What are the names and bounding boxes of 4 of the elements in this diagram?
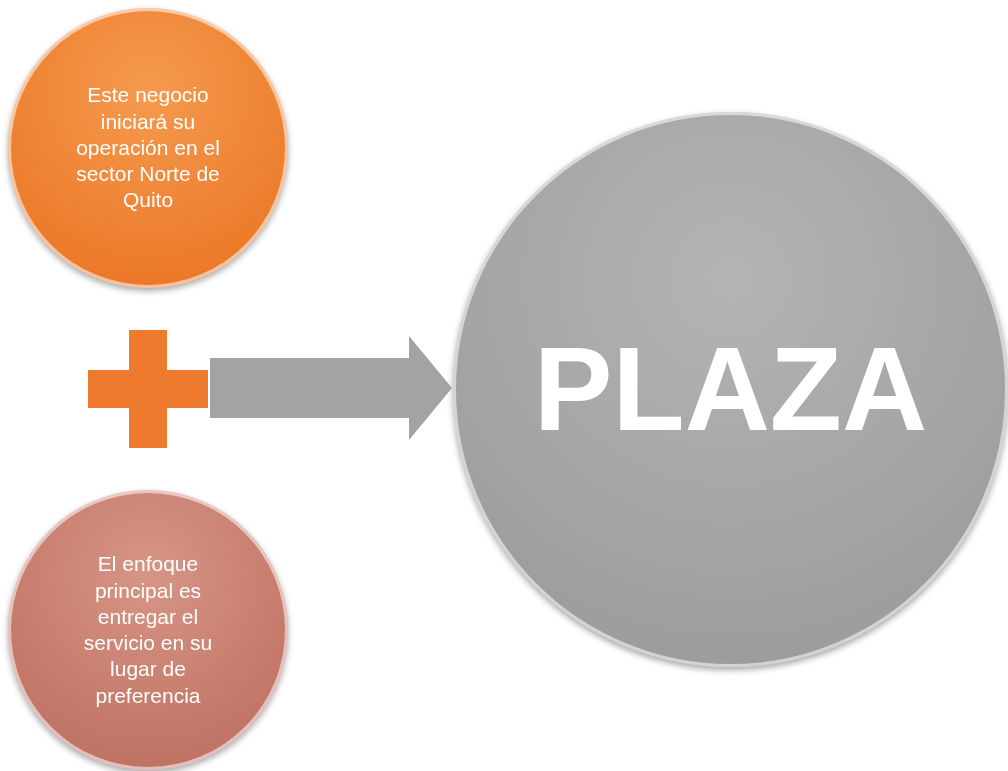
circle-text: Este negocio iniciará su operación en el sector Norte de Quito bbox=[75, 82, 221, 214]
circle-text: PLAZA bbox=[533, 321, 928, 457]
block-arrow bbox=[210, 336, 452, 440]
circle-text: El enfoque principal es entregar el servicio en su lugar de preferencia bbox=[82, 551, 214, 709]
